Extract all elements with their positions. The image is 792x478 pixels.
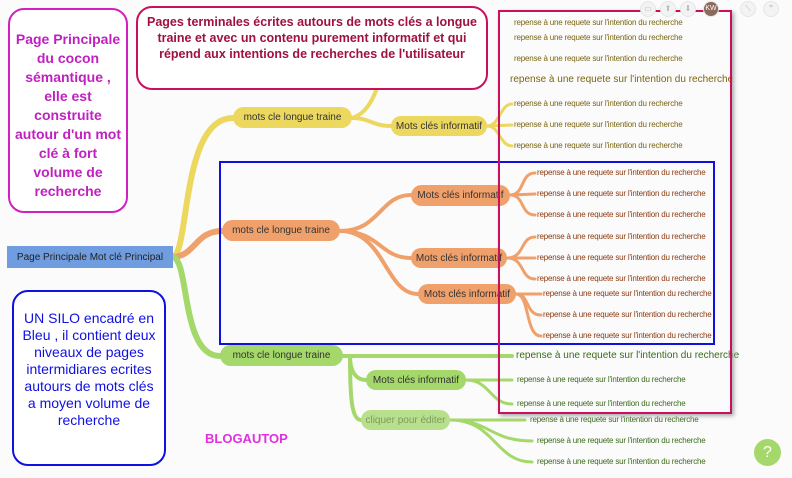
leaf-node[interactable]: repense à une requete sur l'intention du…: [543, 331, 712, 340]
leaf-node[interactable]: repense à une requete sur l'intention du…: [537, 189, 706, 198]
leaf-node[interactable]: repense à une requete sur l'intention du…: [517, 375, 686, 384]
sub-node-placeholder[interactable]: cliquer pour éditer: [361, 410, 450, 430]
download-icon[interactable]: ⬇: [680, 1, 696, 17]
leaf-node[interactable]: repense à une requete sur l'intention du…: [537, 168, 706, 177]
leaf-node[interactable]: repense à une requete sur l'intention du…: [530, 415, 699, 424]
root-node[interactable]: Page Principale Mot clé Principal: [7, 246, 173, 268]
pen-icon[interactable]: ⟍: [740, 1, 756, 17]
terminal-pages-frame: [498, 10, 732, 414]
callout-silo: UN SILO encadré en Bleu , il contient de…: [12, 290, 166, 466]
sub-node[interactable]: Mots clés informatif: [418, 284, 516, 304]
leaf-node[interactable]: repense à une requete sur l'intention du…: [537, 253, 706, 262]
leaf-node[interactable]: repense à une requete sur l'intention du…: [514, 18, 683, 27]
leaf-node[interactable]: repense à une requete sur l'intention du…: [514, 54, 683, 63]
quote-icon[interactable]: ”: [763, 1, 779, 17]
help-button[interactable]: ?: [754, 439, 781, 466]
leaf-node[interactable]: repense à une requete sur l'intention du…: [514, 99, 683, 108]
branch-node[interactable]: mots cle longue traine: [233, 107, 352, 128]
leaf-node[interactable]: repense à une requete sur l'intention du…: [514, 120, 683, 129]
leaf-node[interactable]: repense à une requete sur l'intention du…: [517, 399, 686, 408]
silo-frame: [219, 161, 715, 345]
callout-main-page: Page Principale du cocon sémantique , el…: [8, 8, 128, 213]
branch-node[interactable]: mots cle longue traine: [220, 345, 343, 366]
sub-node[interactable]: Mots clés informatif: [366, 370, 466, 390]
leaf-node[interactable]: repense à une requete sur l'intention du…: [543, 289, 712, 298]
leaf-node[interactable]: repense à une requete sur l'intention du…: [543, 310, 712, 319]
share-icon[interactable]: ⬆: [660, 1, 676, 17]
leaf-node[interactable]: repense à une requete sur l'intention du…: [510, 74, 734, 85]
watermark: BLOGAUTOP: [205, 431, 288, 446]
leaf-node[interactable]: repense à une requete sur l'intention du…: [516, 350, 740, 361]
leaf-node[interactable]: repense à une requete sur l'intention du…: [537, 457, 706, 466]
branch-node[interactable]: mots cle longue traine: [222, 220, 340, 241]
leaf-node[interactable]: repense à une requete sur l'intention du…: [537, 274, 706, 283]
sub-node[interactable]: Mots clés informatif: [411, 248, 507, 268]
leaf-node[interactable]: repense à une requete sur l'intention du…: [537, 232, 706, 241]
callout-terminal-pages: Pages terminales écrites autours de mots…: [136, 6, 488, 90]
leaf-node[interactable]: repense à une requete sur l'intention du…: [537, 436, 706, 445]
sub-node[interactable]: Mots clés informatif: [391, 116, 487, 136]
sub-node[interactable]: Mots clés informatif: [411, 185, 510, 206]
leaf-node[interactable]: repense à une requete sur l'intention du…: [514, 141, 683, 150]
leaf-node[interactable]: repense à une requete sur l'intention du…: [514, 33, 683, 42]
user-avatar[interactable]: KW: [703, 1, 719, 17]
leaf-node[interactable]: repense à une requete sur l'intention du…: [537, 210, 706, 219]
presentation-icon[interactable]: ▭: [640, 1, 656, 17]
